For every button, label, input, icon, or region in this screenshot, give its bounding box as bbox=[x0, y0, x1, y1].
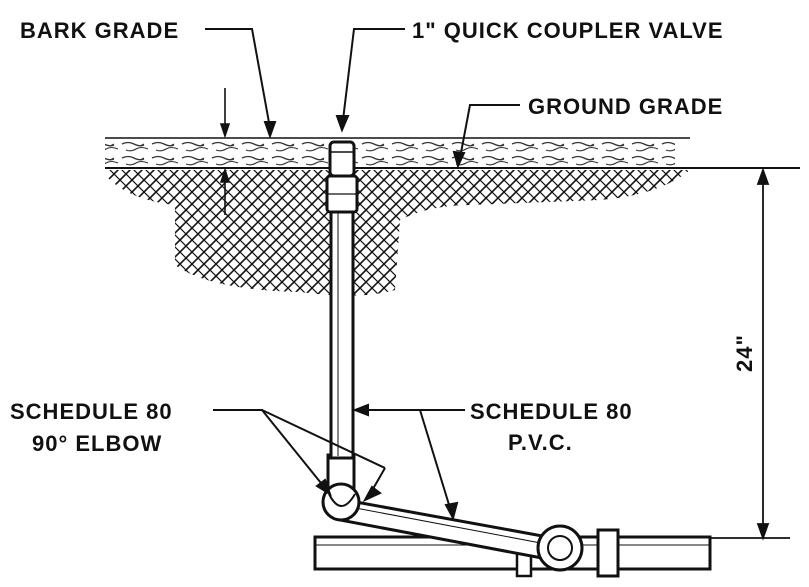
lower-elbow bbox=[536, 524, 584, 572]
riser-pipe bbox=[329, 208, 355, 460]
upper-elbow bbox=[321, 453, 361, 522]
depth-dimension bbox=[710, 167, 790, 541]
quick-coupler-label: 1" QUICK COUPLER VALVE bbox=[412, 18, 724, 43]
pvc-label-line2: P.V.C. bbox=[508, 430, 573, 455]
bark-grade-label: BARK GRADE bbox=[20, 18, 179, 43]
leader-lines bbox=[205, 28, 520, 521]
bark-layer bbox=[105, 137, 690, 168]
elbow-label-line1: SCHEDULE 80 bbox=[10, 399, 173, 424]
ground-grade-label: GROUND GRADE bbox=[528, 94, 723, 119]
elbow-label-line2: 90° ELBOW bbox=[32, 431, 162, 456]
soil-hatching bbox=[108, 170, 690, 296]
pvc-label-line1: SCHEDULE 80 bbox=[470, 399, 633, 424]
quick-coupler-valve bbox=[325, 140, 359, 214]
bark-depth-marker bbox=[219, 88, 231, 215]
depth-label: 24" bbox=[732, 334, 757, 372]
